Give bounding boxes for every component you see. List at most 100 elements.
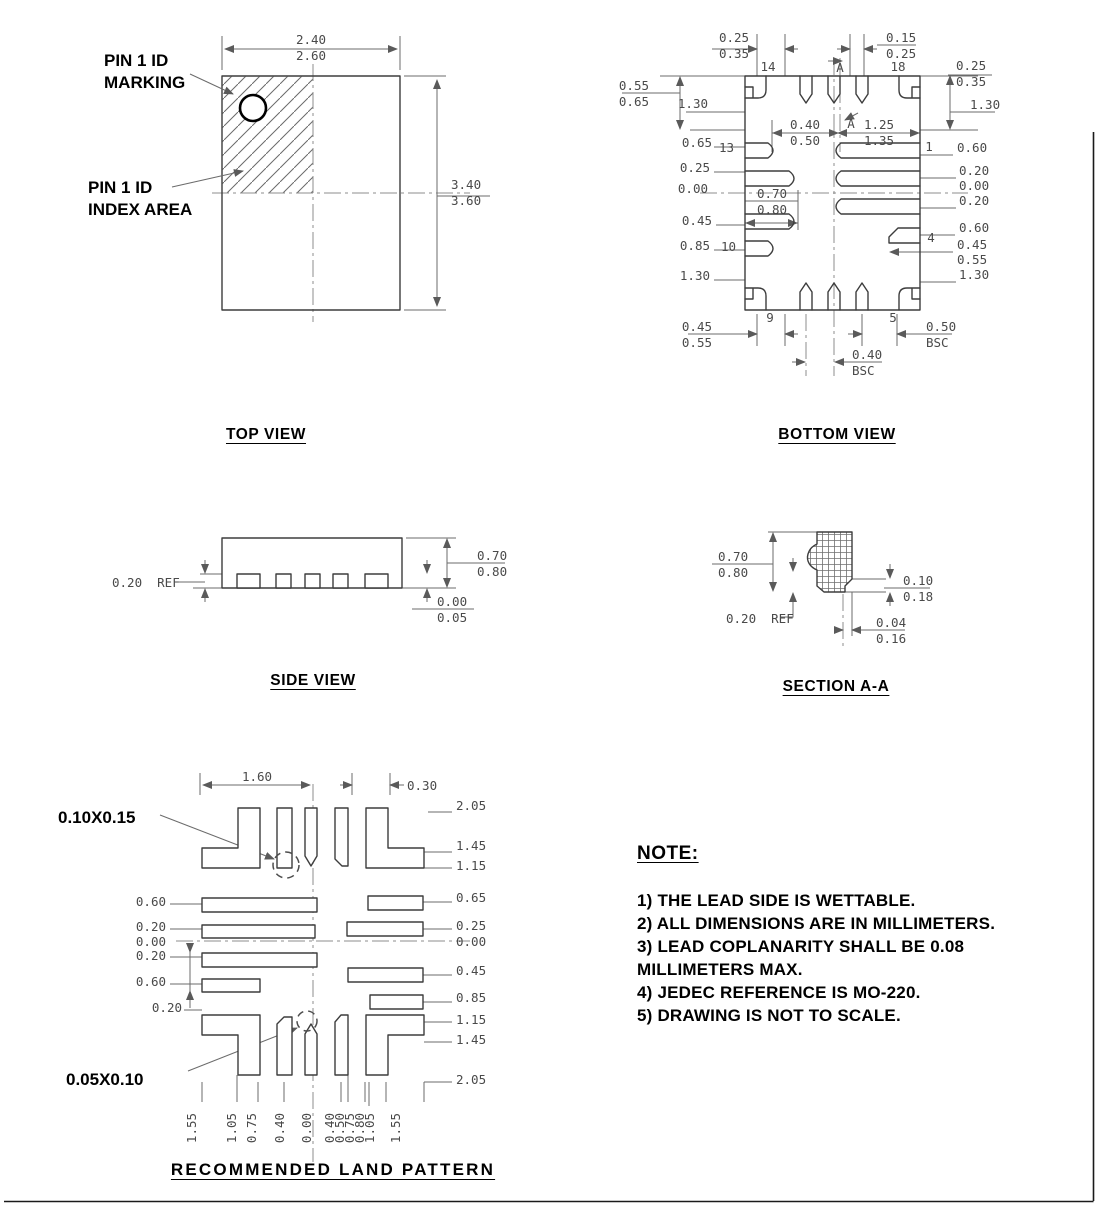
- dim-label: 0.35: [719, 46, 749, 61]
- callout-leader: [189, 73, 234, 95]
- dim-label: 0.70: [718, 549, 748, 564]
- callout-label: MARKING: [104, 73, 185, 92]
- dim-label: 0.75: [342, 1113, 357, 1143]
- pin-number: 5: [889, 310, 897, 325]
- callout-label: 0.10X0.15: [58, 808, 136, 827]
- side-view-pads: [236, 573, 389, 589]
- dim-label: 0.20: [959, 163, 989, 178]
- dim-label: 0.40: [790, 117, 820, 132]
- dim-label: 0.50: [790, 133, 820, 148]
- centerlines: [700, 58, 968, 376]
- dim-label: 0.80: [477, 564, 507, 579]
- dim-label: 0.10: [903, 573, 933, 588]
- dim-label: 0.80: [718, 565, 748, 580]
- dim-label: 0.00: [959, 178, 989, 193]
- dim-label: 1.15: [456, 858, 486, 873]
- dim-label: 0.40: [322, 1113, 337, 1143]
- dim-label: 0.55: [682, 335, 712, 350]
- callout-leader: [171, 169, 244, 188]
- dim-label: 0.16: [876, 631, 906, 646]
- dim-label: 1.30: [959, 267, 989, 282]
- dim-label: 0.45: [957, 237, 987, 252]
- notes-block: NOTE: 1) THE LEAD SIDE IS WETTABLE. 2) A…: [637, 843, 1069, 1027]
- dim-label: 0.00: [299, 1113, 314, 1143]
- dim-label: 0.18: [903, 589, 933, 604]
- section-arrow: [844, 112, 859, 121]
- top-view-title: TOP VIEW: [225, 426, 307, 443]
- dim-label: 0.85: [456, 990, 486, 1005]
- dim-label: 0.60: [957, 140, 987, 155]
- note-item: 1) THE LEAD SIDE IS WETTABLE.: [637, 891, 916, 910]
- note-item: 4) JEDEC REFERENCE IS MO-220.: [637, 983, 921, 1002]
- dim-label: 0.25: [456, 918, 486, 933]
- dim-label: 0.55: [957, 252, 987, 267]
- lead-cross-section: [806, 531, 853, 593]
- dim-label: 0.20 REF: [726, 611, 794, 626]
- dim-label: 0.65: [682, 135, 712, 150]
- dim-label: 0.75: [244, 1113, 259, 1143]
- dim-label: 0.30: [407, 778, 437, 793]
- dim-label: 0.80: [352, 1113, 367, 1143]
- dim-label: 0.70: [477, 548, 507, 563]
- pin-number: 13: [719, 140, 734, 155]
- section-marker: A: [847, 116, 855, 131]
- callout-label: PIN 1 ID: [88, 178, 152, 197]
- dim-label: 0.65: [619, 94, 649, 109]
- callout-label: INDEX AREA: [88, 200, 192, 219]
- callout-label: 0.05X0.10: [66, 1070, 144, 1089]
- top-edge-pins: [799, 75, 869, 104]
- dim-label: 3.40: [451, 177, 481, 192]
- dim-label: 0.60: [959, 220, 989, 235]
- land-pattern-title: RECOMMENDED LAND PATTERN: [170, 1160, 496, 1179]
- package-bottom-outline: [744, 75, 921, 311]
- dim-label: 1.30: [970, 97, 1000, 112]
- pin1-index-hatch: [222, 76, 313, 193]
- centerlines: [176, 784, 470, 1162]
- dim-label: 0.20 REF: [112, 575, 180, 590]
- note-item: 5) DRAWING IS NOT TO SCALE.: [637, 1006, 901, 1025]
- dim-label: 2.40: [296, 32, 326, 47]
- section-aa-title: SECTION A-A: [782, 678, 890, 695]
- dim-label: 1.55: [388, 1113, 403, 1143]
- dim-label: 0.20: [152, 1000, 182, 1015]
- dim-label: 1.30: [678, 96, 708, 111]
- dim-label: 1.30: [680, 268, 710, 283]
- dim-label: 0.80: [757, 202, 787, 217]
- centerlines: [212, 64, 470, 322]
- dim-label: 0.20: [136, 948, 166, 963]
- notes-heading: NOTE:: [637, 843, 699, 864]
- dim-label: 0.35: [956, 74, 986, 89]
- corner-pads: [744, 75, 921, 311]
- pin-number: 14: [760, 59, 775, 74]
- chamfer-detail-circle: [272, 851, 300, 879]
- chamfer-detail-circle: [296, 1010, 318, 1032]
- pin1-id-marking-circle: [238, 93, 268, 123]
- dim-label: 0.05: [437, 610, 467, 625]
- dim-label: 1.35: [864, 133, 894, 148]
- dim-label: 0.45: [456, 963, 486, 978]
- dim-label: 0.20: [959, 193, 989, 208]
- dim-label: 0.55: [619, 78, 649, 93]
- dim-label: 0.00: [678, 181, 708, 196]
- dim-label: 0.40: [852, 347, 882, 362]
- page-border: [4, 132, 1095, 1203]
- dim-label: 1.55: [184, 1113, 199, 1143]
- side-view-title: SIDE VIEW: [270, 672, 356, 689]
- top-land-pads: [276, 807, 349, 869]
- pin-number: 10: [721, 239, 736, 254]
- dim-label: 0.40: [272, 1113, 287, 1143]
- dim-label: 0.25: [886, 46, 916, 61]
- dim-label: 0.25: [680, 160, 710, 175]
- corner-land-pads: [201, 807, 425, 1076]
- dim-label: 0.60: [136, 894, 166, 909]
- bottom-edge-pins: [799, 282, 869, 311]
